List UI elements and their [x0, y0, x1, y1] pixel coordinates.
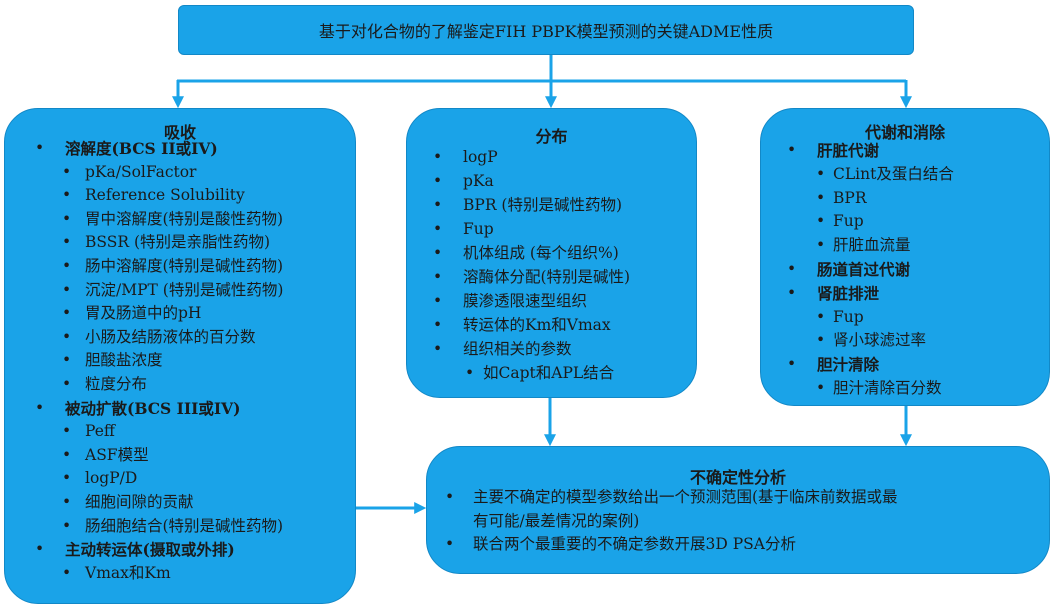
list-item: 转运体的Km和Vmax — [463, 316, 611, 334]
list-item: logP — [463, 148, 498, 166]
bullet-icon: • — [816, 379, 826, 397]
bullet-icon: • — [787, 141, 797, 159]
bullet-icon: • — [62, 233, 72, 252]
bullet-icon: • — [62, 186, 72, 205]
bullet-icon: • — [62, 563, 72, 582]
bullet-icon: • — [816, 307, 826, 326]
bullet-icon: • — [816, 212, 826, 231]
distribution-title: 分布 — [535, 127, 568, 146]
list-item: CLint及蛋白结合 — [833, 164, 954, 183]
absorption-box: 吸收 • 溶解度(BCS II或IV) • pKa/SolFactor • Referen… — [4, 108, 356, 604]
list-item: 有可能/最差情况的案例) — [473, 511, 640, 530]
bullet-icon: • — [35, 398, 45, 417]
bullet-icon: • — [62, 280, 72, 299]
list-item: Fup — [833, 307, 864, 326]
metabolism-title: 代谢和消除 — [864, 123, 945, 142]
list-item: 胆汁清除百分数 — [833, 379, 942, 397]
list-item: 主要不确定的模型参数给出一个预测范围(基于临床前数据或最 — [473, 488, 898, 506]
list-item: 胆酸盐浓度 — [85, 351, 163, 370]
bullet-icon: • — [445, 488, 455, 506]
list-item: 组织相关的参数 — [463, 340, 572, 358]
uncertainty-box: 不确定性分析 • 主要不确定的模型参数给出一个预测范围(基于临床前数据或最有可能/… — [426, 446, 1050, 574]
list-item: Fup — [463, 220, 494, 238]
bullet-icon: • — [465, 364, 475, 382]
bullet-icon: • — [816, 188, 826, 207]
bullet-icon: • — [433, 244, 443, 262]
list-item: 溶酶体分配(特别是碱性) — [463, 268, 631, 286]
bullet-icon: • — [816, 164, 826, 183]
bullet-icon: • — [62, 469, 72, 488]
list-item: ASF模型 — [85, 445, 149, 464]
bullet-icon: • — [433, 316, 443, 334]
title-box: 基于对化合物的了解鉴定FIH PBPK模型预测的关键ADME性质 — [178, 5, 914, 55]
uncertainty-title: 不确定性分析 — [689, 468, 786, 487]
bullet-icon: • — [62, 209, 72, 228]
list-item: 膜渗透限速型组织 — [463, 292, 588, 310]
bullet-icon: • — [62, 304, 72, 323]
list-item: 联合两个最重要的不确定参数开展3D PSA分析 — [473, 535, 796, 553]
bullet-icon: • — [433, 220, 443, 238]
bullet-icon: • — [816, 331, 826, 350]
bullet-icon: • — [433, 268, 443, 286]
list-item: Fup — [833, 212, 864, 231]
list-item: Vmax和Km — [85, 563, 171, 582]
bullet-icon: • — [62, 422, 72, 441]
bullet-icon: • — [445, 535, 455, 553]
list-item: pKa/SolFactor — [85, 162, 197, 181]
list-item: 胃及肠道中的pH — [85, 304, 202, 323]
bullet-icon: • — [433, 172, 443, 190]
bullet-icon: • — [816, 236, 826, 255]
list-item: 肾脏排泄 — [817, 283, 880, 303]
list-item: 主动转运体(摄取或外排) — [65, 540, 235, 560]
metabolism-box: 代谢和消除 • 肝脏代谢 • CLint及蛋白结合 • BPR • Fup • 肝脏血流量 • 肠道首… — [760, 108, 1050, 406]
list-item: 被动扩散(BCS III或IV) — [65, 398, 241, 418]
list-item: 肠道首过代谢 — [817, 260, 911, 279]
absorption-title: 吸收 — [163, 123, 196, 142]
list-item: 机体组成 (每个组织%) — [463, 244, 619, 262]
list-item: BPR — [833, 188, 867, 207]
diagram-title: 基于对化合物的了解鉴定FIH PBPK模型预测的关键ADME性质 — [318, 22, 774, 41]
list-item: 胃中溶解度(特别是酸性药物) — [85, 209, 284, 228]
bullet-icon: • — [62, 257, 72, 275]
bullet-icon: • — [62, 516, 72, 535]
bullet-icon: • — [62, 493, 72, 511]
bullet-icon: • — [62, 375, 72, 393]
list-item: 小肠及结肠液体的百分数 — [85, 327, 256, 346]
bullet-icon: • — [433, 292, 443, 310]
list-item: 粒度分布 — [85, 375, 148, 393]
list-item: Peff — [85, 422, 115, 441]
list-item: 肠细胞结合(特别是碱性药物) — [85, 516, 284, 535]
bullet-icon: • — [433, 148, 443, 166]
bullet-icon: • — [433, 340, 443, 358]
list-item: Reference Solubility — [85, 186, 245, 205]
bullet-icon: • — [62, 162, 72, 181]
bullet-icon: • — [62, 445, 72, 464]
list-item: 如Capt和APL结合 — [483, 364, 615, 382]
list-item: 肾小球滤过率 — [833, 331, 927, 350]
list-item: 肝脏代谢 — [817, 141, 880, 160]
list-item: BPR (特别是碱性药物) — [463, 196, 623, 214]
bullet-icon: • — [62, 327, 72, 346]
list-item: 胆汁清除 — [817, 355, 880, 375]
list-item: logP/D — [85, 469, 138, 488]
list-item: BSSR (特别是亲脂性药物) — [85, 233, 271, 252]
bullet-icon: • — [35, 139, 45, 157]
list-item: 肝脏血流量 — [833, 236, 911, 255]
bullet-icon: • — [62, 351, 72, 370]
bullet-icon: • — [787, 355, 797, 374]
bullet-icon: • — [787, 283, 797, 302]
list-item: 溶解度(BCS II或IV) — [65, 139, 218, 158]
bullet-icon: • — [787, 260, 797, 278]
list-item: pKa — [463, 172, 494, 190]
distribution-box: 分布 • logP • pKa • BPR (特别是碱性药物) • Fup • 机体组成 (每个组… — [406, 108, 697, 398]
bullet-icon: • — [35, 540, 45, 559]
bullet-icon: • — [433, 196, 443, 214]
list-item: 沉淀/MPT (特别是碱性药物) — [85, 280, 284, 299]
list-item: 细胞间隙的贡献 — [85, 493, 194, 511]
list-item: 肠中溶解度(特别是碱性药物) — [85, 257, 284, 275]
